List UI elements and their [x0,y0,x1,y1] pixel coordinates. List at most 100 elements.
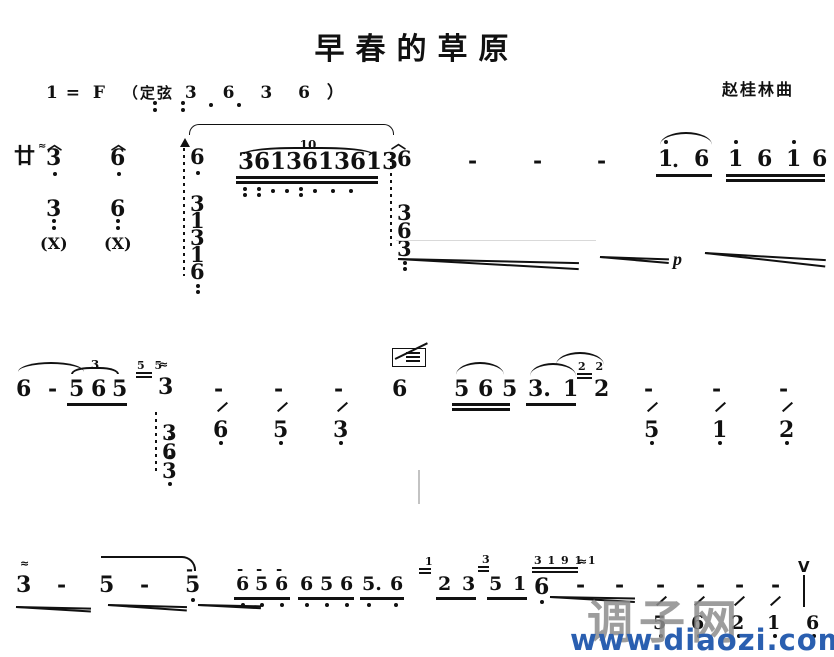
sustain-dash: - [214,376,224,402]
note-1-high: 1 [786,146,802,172]
octave-dot-low [331,189,335,193]
note-3: 3 [46,145,62,171]
note-6: 6 [300,573,314,595]
octave-dot-low [279,441,283,445]
dynamic-p: p [673,249,682,269]
note-6-low: 6 [806,612,820,634]
arpeggio-wave [387,152,395,248]
beam [726,174,825,177]
finger-mark: (X) [40,234,68,253]
sustain-dash: - [57,572,67,598]
tuning-dot [209,103,213,107]
arpeggio-wave [152,412,160,474]
beam [726,179,825,182]
beam [298,597,354,600]
grace-note-cluster: 3 1 9 1 1 [534,554,597,567]
beam [452,408,510,411]
lead-symbol: 廿 [14,143,35,168]
accent-caret: ︿ [47,135,63,153]
note-5: 5 [502,376,518,402]
octave-dot-low [785,441,789,445]
beam [360,597,404,600]
note-5-low: 5 [644,417,660,443]
note-1-low: 1 [712,417,728,443]
octave-dot-low [191,598,195,602]
octave-dot-low [349,189,353,193]
sustain-dash: - [597,148,607,174]
accent-caret: ︿ [391,134,407,152]
chord-note: 3 [190,225,205,250]
octave-dot-low [196,290,200,294]
octave-dot-low [659,634,663,638]
tuning-dot [237,103,241,107]
octave-dot-low [52,219,56,223]
glide-slash [715,401,726,413]
note-6-low: 6 [691,612,705,634]
note-6-low: 6 [213,417,229,443]
octave-dot-low [697,634,701,638]
octave-dot-low [117,172,121,176]
note-5: 5 [185,572,201,598]
note-5: 5 [69,376,85,402]
octave-dot-low [168,455,172,459]
phrase-slur [101,556,196,571]
chord-note: 1 [190,208,205,233]
key-value: F [92,83,106,103]
watermark-site-name: 调子网 [587,595,743,649]
sustain-dash: - [696,572,706,598]
octave-dot-low [280,603,284,607]
note-3-dotted: 3. [528,376,551,402]
chord-note: 3 [397,200,412,225]
beam [452,403,510,406]
octave-dot-low [367,603,371,607]
key-signature: 1 = F （定弦 3 6 3 6 ） [46,78,345,103]
octave-dot-low [299,187,303,191]
octave-dot-low [285,189,289,193]
tuning-dot [181,101,185,105]
watermark-url: www.diaozi.com [570,623,834,657]
glissando-box-icon [392,341,428,367]
note-6: 6 [478,376,494,402]
dotted-rhythm-dot: . [672,148,679,172]
arrow-up-icon [180,138,190,147]
accent-caret: ︿ [111,135,127,153]
note-2: 2 [438,573,452,595]
octave-dot-low [243,193,247,197]
vibrato-squiggle: ≈ [159,358,168,371]
octave-dot-low [540,600,544,604]
note-6: 6 [91,376,107,402]
octave-dot-low [168,482,172,486]
vibrato-squiggle: ≈ [578,555,587,568]
note-6: 6 [110,145,126,171]
chord-note: 3 [190,191,205,216]
grace-note: 5 5 [137,359,166,372]
crescendo-hairpin [15,606,92,616]
arpeggio-wave [180,148,188,276]
tuplet-bracket-10: 10 [243,138,373,154]
note-1-high: 1 [728,146,744,172]
sustain-dash: - [468,148,478,174]
sustain-dash: - [334,376,344,402]
note-6: 6 [534,574,550,600]
grace-beam [532,567,578,569]
glide-slash [782,401,793,413]
grace-beam [577,373,592,375]
chord-note: 3 [397,236,412,261]
octave-dot-low [737,634,741,638]
slur [456,362,504,375]
sustain-dash: - [533,148,543,174]
tuning-dot [153,101,157,105]
beam [487,597,527,600]
octave-dot-low [718,441,722,445]
slur [530,363,576,376]
finger-mark: (X) [104,234,132,253]
chord-note: 6 [397,218,412,243]
crescendo-hairpin [107,604,187,616]
octave-dot-high [734,140,738,144]
staff-guide-line [396,240,596,241]
note-2-low: 2 [779,417,795,443]
chord-note: 1 [190,242,205,267]
tenuto-mark: - [237,560,244,578]
note-5-low: 5 [273,417,289,443]
